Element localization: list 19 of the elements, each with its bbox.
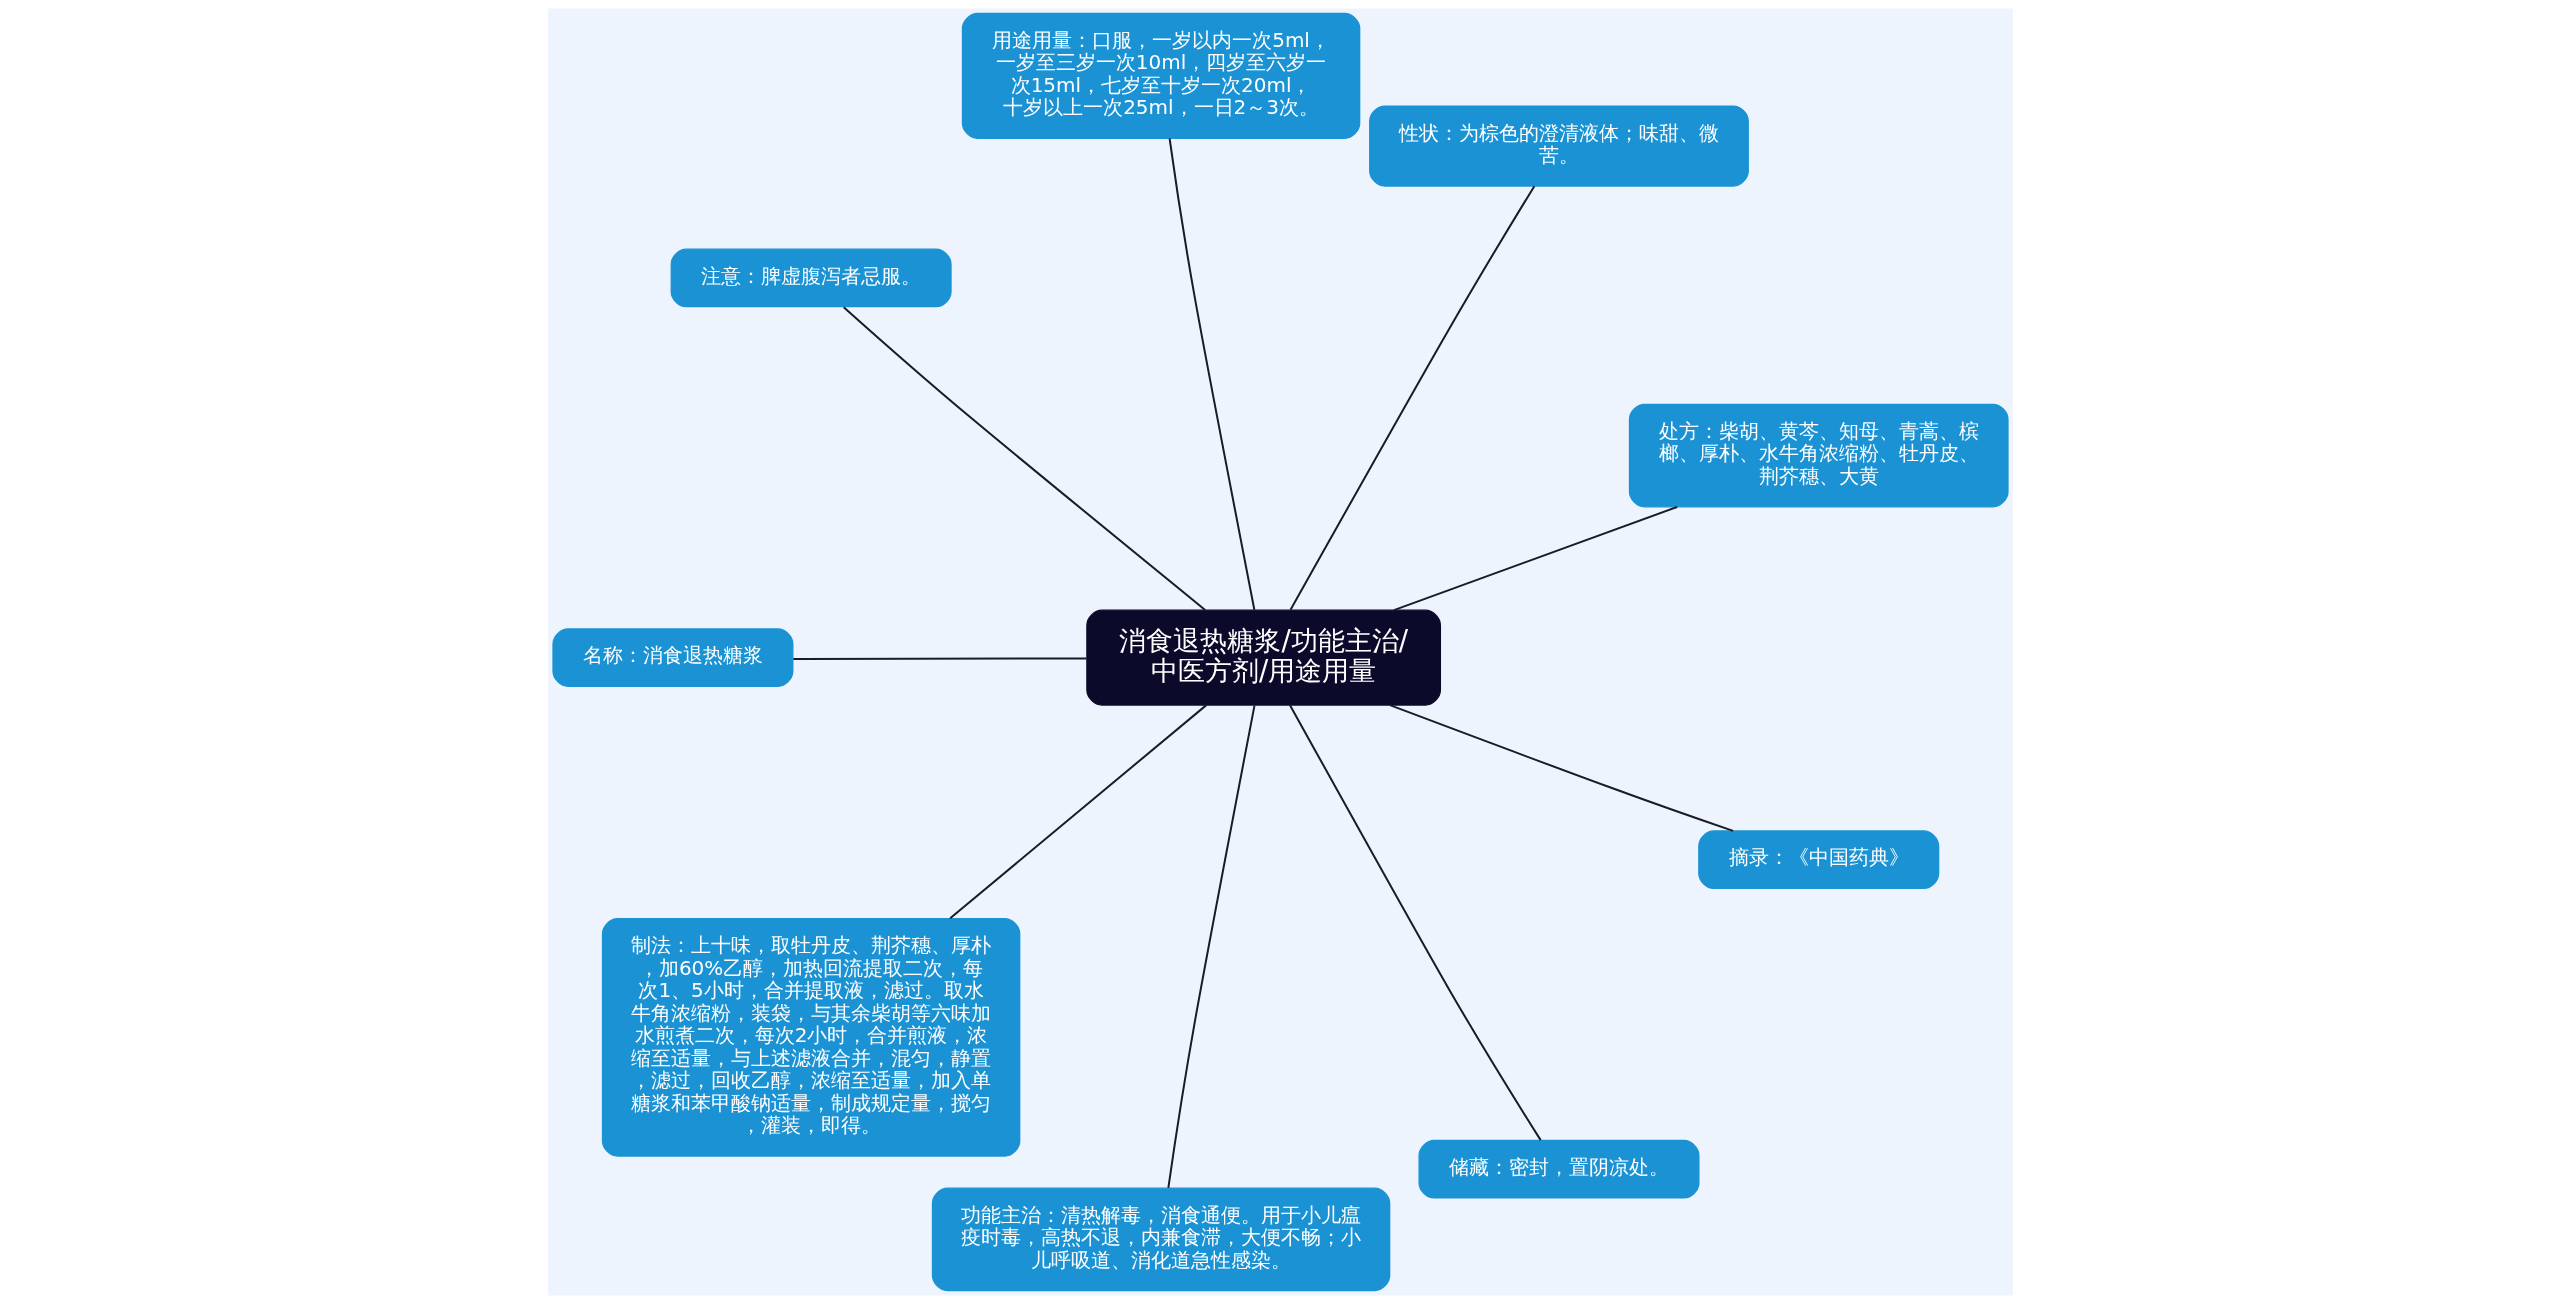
node-box: 摘录：《中国药典》	[1697, 830, 1939, 889]
connector	[1392, 505, 1678, 612]
node-box: 处方：柴胡、黄芩、知母、青蒿、槟榔、厚朴、水牛角浓缩粉、牡丹皮、荆芥穗、大黄	[1628, 403, 2009, 508]
connector	[1288, 704, 1542, 1142]
node-box: 性状：为棕色的澄清液体；味甜、微苦。	[1368, 105, 1749, 187]
connector	[1289, 185, 1535, 611]
connector	[1168, 137, 1255, 611]
connector	[791, 657, 1088, 661]
node-box: 用途用量：口服，一岁以内一次5ml，一岁至三岁一次10ml，四岁至六岁一次15ml，七岁至十岁一次20ml，十岁以上一次25ml，一日2～3次。	[961, 12, 1360, 139]
connector	[948, 704, 1207, 920]
node-box: 名称：消食退热糖浆	[551, 628, 793, 687]
connector	[1166, 704, 1255, 1189]
connector	[842, 306, 1206, 611]
node-box: 储藏：密封，置阴凉处。	[1417, 1139, 1700, 1199]
node-box: 制法：上十味，取牡丹皮、荆芥穗、厚朴，加60%乙醇，加热回流提取二次，每次1、5小时，合并提取液，滤过。取水牛角浓缩粉，装袋，与其余柴胡等六味加水煎煮二次，每次2小时，合并煎液，浓缩至适量，与上述滤液合并，混匀，静置，滤过，回收乙醇，浓缩至适量，加入单糖浆和苯甲酸钠适量，制成规定量，搅匀，灌装，即得。	[601, 918, 1020, 1157]
node-box: 功能主治：清热解毒，消食通便。用于小儿瘟疫时毒，高热不退，内兼食滞，大便不畅；小儿呼吸道、消化道急性感染。	[931, 1187, 1390, 1292]
connector	[1388, 704, 1734, 832]
node-box: 消食退热糖浆/功能主治/中医方剂/用途用量	[1085, 609, 1441, 706]
node-box: 注意：脾虚腹泻者忌服。	[670, 248, 952, 308]
